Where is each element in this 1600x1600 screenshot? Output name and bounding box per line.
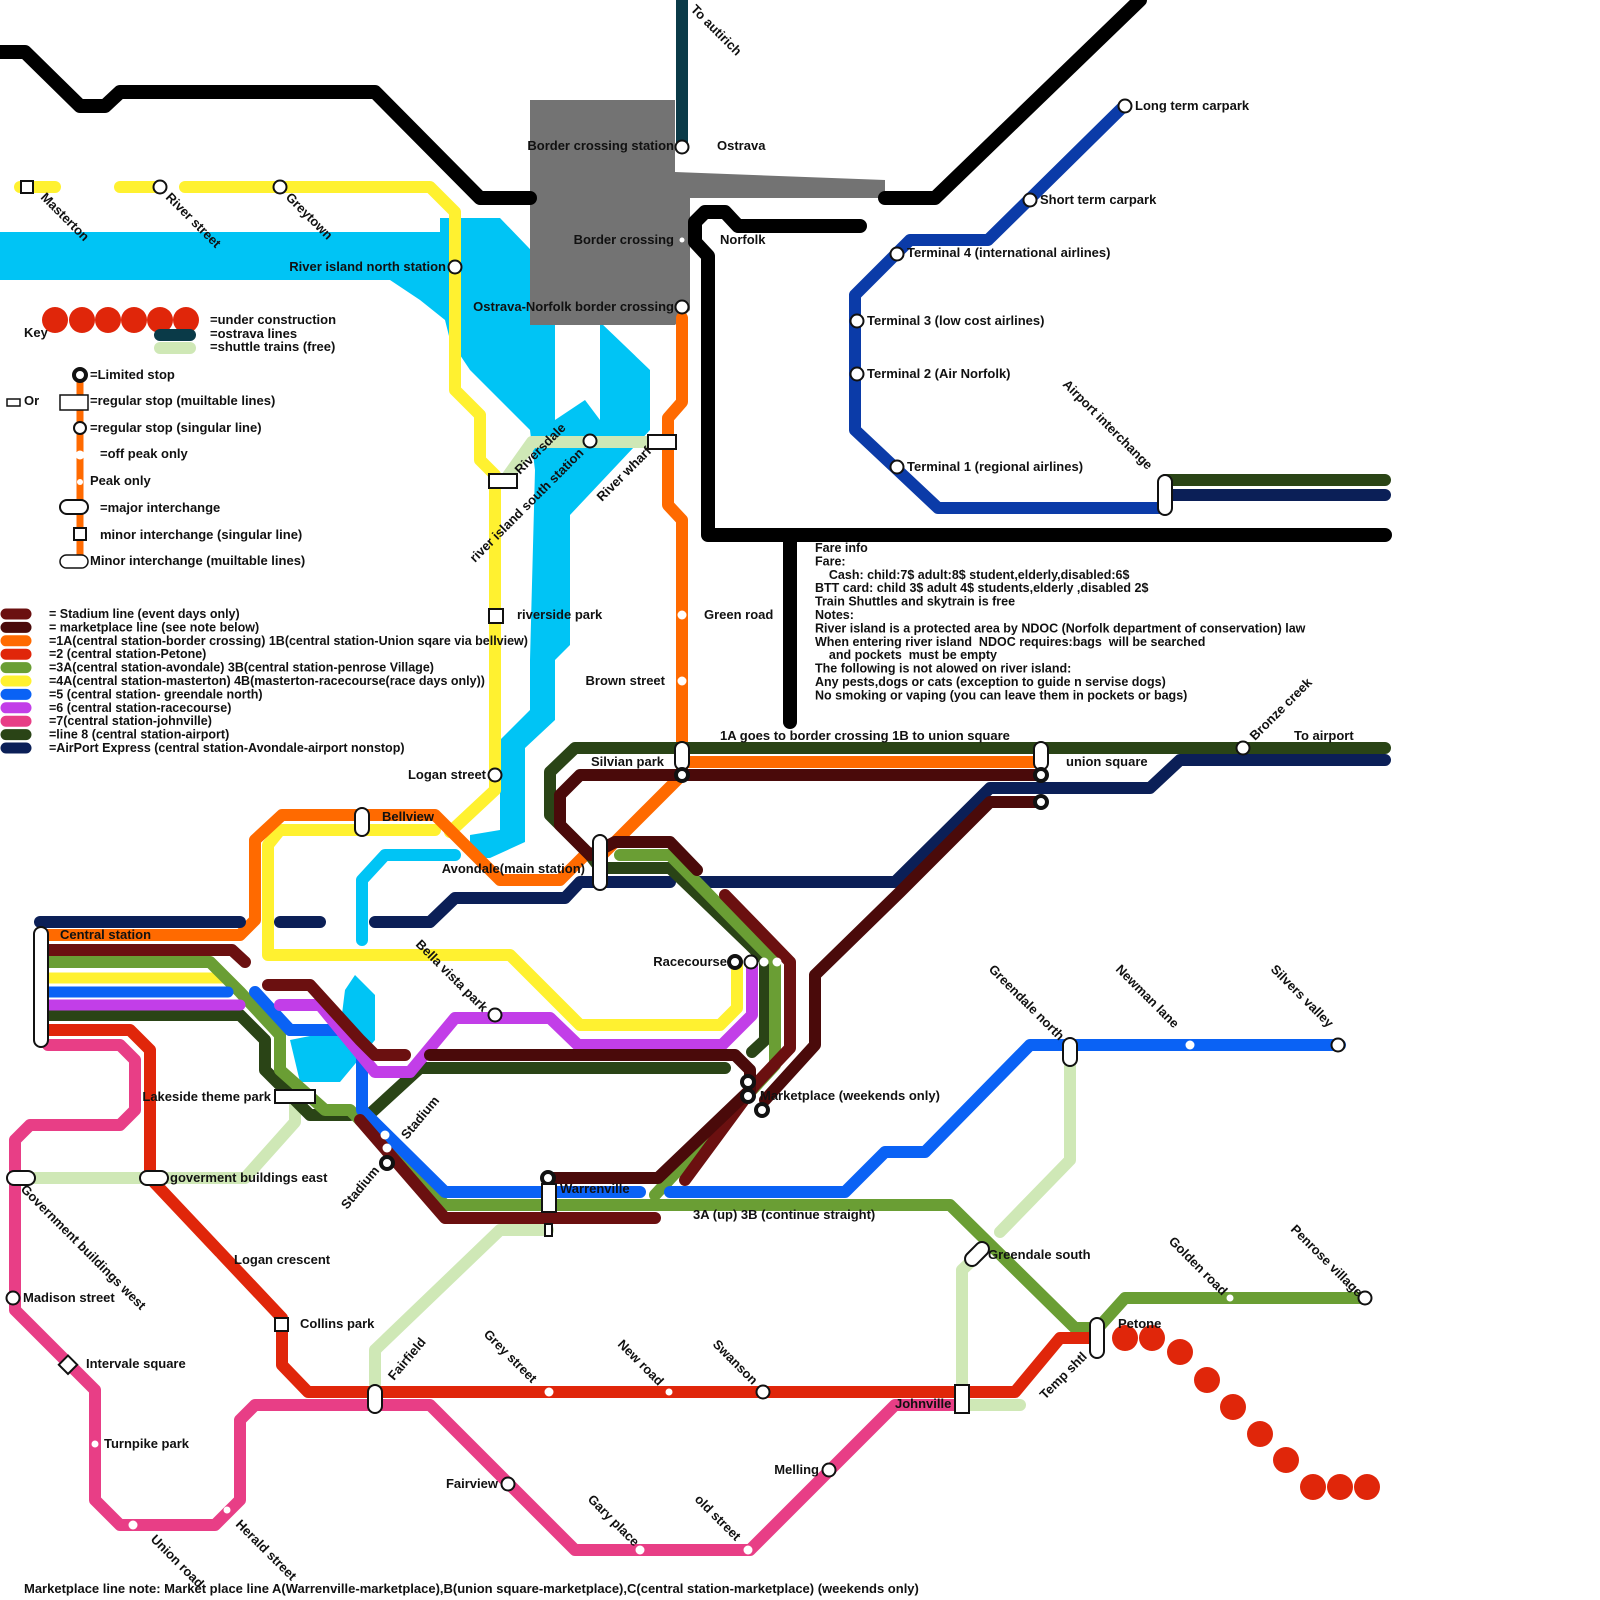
label-gary-place: Gary place (585, 1492, 643, 1550)
label-logan-street: Logan street (408, 767, 487, 782)
label-terminal-1: Terminal 1 (regional airlines) (907, 459, 1083, 474)
fare-line: Fare: (815, 554, 846, 568)
label-old-street: old street (692, 1492, 744, 1544)
key-major: =major interchange (100, 500, 220, 515)
label-madison-street: Madison street (23, 1290, 115, 1305)
legend-label: =4A(central station-masterton) 4B(master… (49, 674, 485, 688)
label-avondale: Avondale(main station) (442, 861, 585, 876)
label-terminal-2: Terminal 2 (Air Norfolk) (867, 366, 1011, 381)
label-warrenville: Warrenville (560, 1181, 630, 1196)
label-bella-vista-park: Bella vista park (413, 937, 492, 1016)
label-new-road: New road (615, 1337, 667, 1389)
label-central-station: Central station (60, 927, 151, 942)
legend-label: =2 (central station-Petone) (49, 647, 206, 661)
fare-line: BTT card: child 3$ adult 4$ students,eld… (815, 581, 1148, 595)
label-greendale-north: Greendale north (986, 962, 1068, 1044)
label-short-term-carpark: Short term carpark (1040, 192, 1157, 207)
label-line1-note: 1A goes to border crossing 1B to union s… (720, 728, 1010, 743)
label-collins-park: Collins park (300, 1316, 375, 1331)
label-marketplace: Marketplace (weekends only) (760, 1088, 940, 1103)
label-turnpike-park: Turnpike park (104, 1436, 190, 1451)
label-green-road: Green road (704, 607, 773, 622)
label-border-crossing: Border crossing (574, 232, 674, 247)
label-river-island-north: River island north station (289, 259, 446, 274)
fare-line: Any pests,dogs or cats (exception to gui… (815, 675, 1166, 689)
under-construction (1112, 1325, 1380, 1500)
label-bellview: Bellview (382, 809, 435, 824)
key-regular-multi: =regular stop (muiltable lines) (90, 393, 275, 408)
key-minor-single: minor interchange (singular line) (100, 527, 302, 542)
label-line3-note: 3A (up) 3B (continue straight) (693, 1207, 875, 1222)
label-ostrava-norfolk: Ostrava-Norfolk border crossing (473, 299, 674, 314)
label-golden-road: Golden road (1166, 1234, 1231, 1299)
label-grey-street: Grey street (481, 1327, 541, 1387)
marketplace-footnote: Marketplace line note: Market place line… (24, 1581, 919, 1596)
label-terminal-4: Terminal 4 (international airlines) (907, 245, 1110, 260)
fare-line: and pockets must be empty (815, 648, 997, 662)
legend-label: =1A(central station-border crossing) 1B(… (49, 634, 528, 648)
key-off-peak: =off peak only (100, 446, 189, 461)
label-silvian-park: Silvian park (591, 754, 665, 769)
key-peak: Peak only (90, 473, 151, 488)
key-shuttle: =shuttle trains (free) (210, 339, 335, 354)
label-petone: Petone (1118, 1316, 1161, 1331)
label-to-autirich: To autirich (688, 2, 745, 59)
fare-line: The following is not alowed on river isl… (815, 662, 1071, 676)
airport-line (855, 105, 1165, 508)
label-newman-lane: Newman lane (1113, 962, 1182, 1031)
label-long-term-carpark: Long term carpark (1135, 98, 1250, 113)
label-gov-east: goverment buildings east (170, 1170, 328, 1185)
label-stadium-b: Stadium (338, 1163, 382, 1212)
fare-line: Fare info (815, 541, 868, 555)
label-border-crossing-station: Border crossing station (527, 138, 674, 153)
label-silvers-valley: Silvers valley (1268, 962, 1337, 1031)
label-racecourse: Racecourse (653, 954, 727, 969)
key-minor-multi: Minor interchange (muiltable lines) (90, 553, 305, 568)
label-union-square: union square (1066, 754, 1148, 769)
legend-label: =7(central station-johnville) (49, 714, 212, 728)
label-intervale-square: Intervale square (86, 1356, 186, 1371)
key-or: Or (24, 393, 39, 408)
fare-line: Cash: child:7$ adult:8$ student,elderly,… (815, 568, 1129, 582)
legend-label: =3A(central station-avondale) 3B(central… (49, 661, 434, 675)
legend-label: = Stadium line (event days only) (49, 607, 240, 621)
label-ostrava: Ostrava (717, 138, 766, 153)
line-legend: = Stadium line (event days only)= market… (6, 607, 528, 755)
fare-line: When entering river island NDOC requires… (815, 635, 1205, 649)
label-logan-crescent: Logan crescent (234, 1252, 331, 1267)
label-herald-street: Herald street (233, 1517, 300, 1584)
label-brown-street: Brown street (586, 673, 666, 688)
label-penrose-village: Penrose village (1288, 1222, 1366, 1300)
label-lakeside-theme-park: Lakeside theme park (142, 1089, 271, 1104)
fare-line: River island is a protected area by NDOC… (815, 621, 1306, 635)
label-terminal-3: Terminal 3 (low cost airlines) (867, 313, 1044, 328)
key-under-construction: =under construction (210, 312, 336, 327)
fare-line: Notes: (815, 608, 854, 622)
label-stadium-a: Stadium (398, 1093, 442, 1142)
key-regular-single: =regular stop (singular line) (90, 420, 262, 435)
label-riverside-park: riverside park (517, 607, 603, 622)
label-greendale-south: Greendale south (988, 1247, 1091, 1262)
label-swanson: Swanson (710, 1337, 761, 1388)
legend-label: = marketplace line (see note below) (49, 620, 259, 634)
label-fairview: Fairview (446, 1476, 499, 1491)
legend-label: =6 (central station-racecourse) (49, 701, 231, 715)
fare-line: No smoking or vaping (you can leave them… (815, 688, 1187, 702)
legend-label: =5 (central station- greendale north) (49, 687, 263, 701)
map-key: Key =under construction =ostrava lines =… (7, 307, 336, 568)
label-melling: Melling (774, 1462, 819, 1477)
label-johnville: Johnville (895, 1396, 951, 1411)
label-to-airport: To airport (1294, 728, 1354, 743)
label-norfolk: Norfolk (720, 232, 766, 247)
fare-line: Train Shuttles and skytrain is free (815, 595, 1015, 609)
legend-label: =line 8 (central station-airport) (49, 728, 229, 742)
key-limited: =Limited stop (90, 367, 175, 382)
legend-label: =AirPort Express (central station-Avonda… (49, 741, 405, 755)
